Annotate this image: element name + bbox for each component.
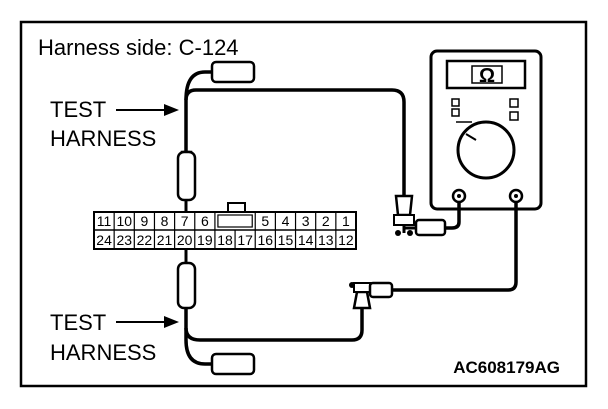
top-probe-body (176, 150, 197, 202)
bottom-arrow-icon (164, 316, 179, 328)
pin-bottom-24: 24 (96, 232, 112, 248)
top-harness-label: HARNESS (50, 126, 156, 151)
pin-bottom-12: 12 (338, 232, 354, 248)
meter-range-dial (456, 120, 516, 180)
meter-lead-1 (445, 202, 461, 230)
pin-bottom-13: 13 (318, 232, 334, 248)
top-open-end-plug (210, 60, 256, 84)
meter-lead-1-plug (414, 218, 447, 237)
pin-top-1: 1 (342, 213, 350, 229)
bottom-test-label: TEST (50, 310, 106, 335)
pin-bottom-18: 18 (217, 232, 233, 248)
connector-blank-cavity (217, 214, 253, 228)
top-harness-label-group: TEST HARNESS (50, 97, 179, 151)
meter-leads (368, 202, 518, 299)
pin-top-9: 9 (140, 213, 148, 229)
bottom-clip (352, 290, 372, 310)
ohm-symbol-icon: Ω (479, 65, 495, 87)
pin-top-8: 8 (161, 213, 169, 229)
pin-top-10: 10 (116, 213, 132, 229)
pin-bottom-17: 17 (237, 232, 253, 248)
pin-bottom-16: 16 (258, 232, 274, 248)
top-clip (394, 194, 414, 217)
pin-bottom-23: 23 (116, 232, 132, 248)
pin-bottom-14: 14 (298, 232, 314, 248)
top-harness-wire (184, 88, 406, 196)
pin-bottom-15: 15 (278, 232, 294, 248)
pin-top-5: 5 (261, 213, 269, 229)
pin-bottom-20: 20 (177, 232, 193, 248)
top-test-harness (176, 60, 415, 236)
bottom-open-end-plug (210, 352, 256, 376)
bottom-probe-body (176, 261, 197, 310)
pin-top-3: 3 (302, 213, 310, 229)
pin-top-11: 11 (97, 213, 112, 229)
pin-bottom-22: 22 (137, 232, 153, 248)
top-test-label: TEST (50, 97, 106, 122)
pin-bottom-19: 19 (197, 232, 213, 248)
bottom-harness-label: HARNESS (50, 340, 156, 365)
meter-lead-2 (390, 202, 518, 292)
bottom-test-harness (176, 249, 375, 376)
ohmmeter: Ω (429, 49, 543, 211)
pin-top-2: 2 (322, 213, 330, 229)
pin-top-4: 4 (282, 213, 290, 229)
pin-top-7: 7 (181, 213, 189, 229)
meter-button-icon (451, 98, 460, 107)
bottom-harness-label-group: TEST HARNESS (50, 310, 179, 365)
bottom-harness-wire (184, 308, 364, 342)
diagram-title: Harness side: C-124 (38, 35, 239, 60)
top-arrow-icon (164, 104, 179, 116)
figure-id: AC608179AG (453, 358, 560, 377)
figure-frame (19, 20, 588, 388)
pin-top-6: 6 (201, 213, 209, 229)
pin-bottom-21: 21 (157, 232, 173, 248)
meter-lead-2-plug (368, 281, 394, 299)
